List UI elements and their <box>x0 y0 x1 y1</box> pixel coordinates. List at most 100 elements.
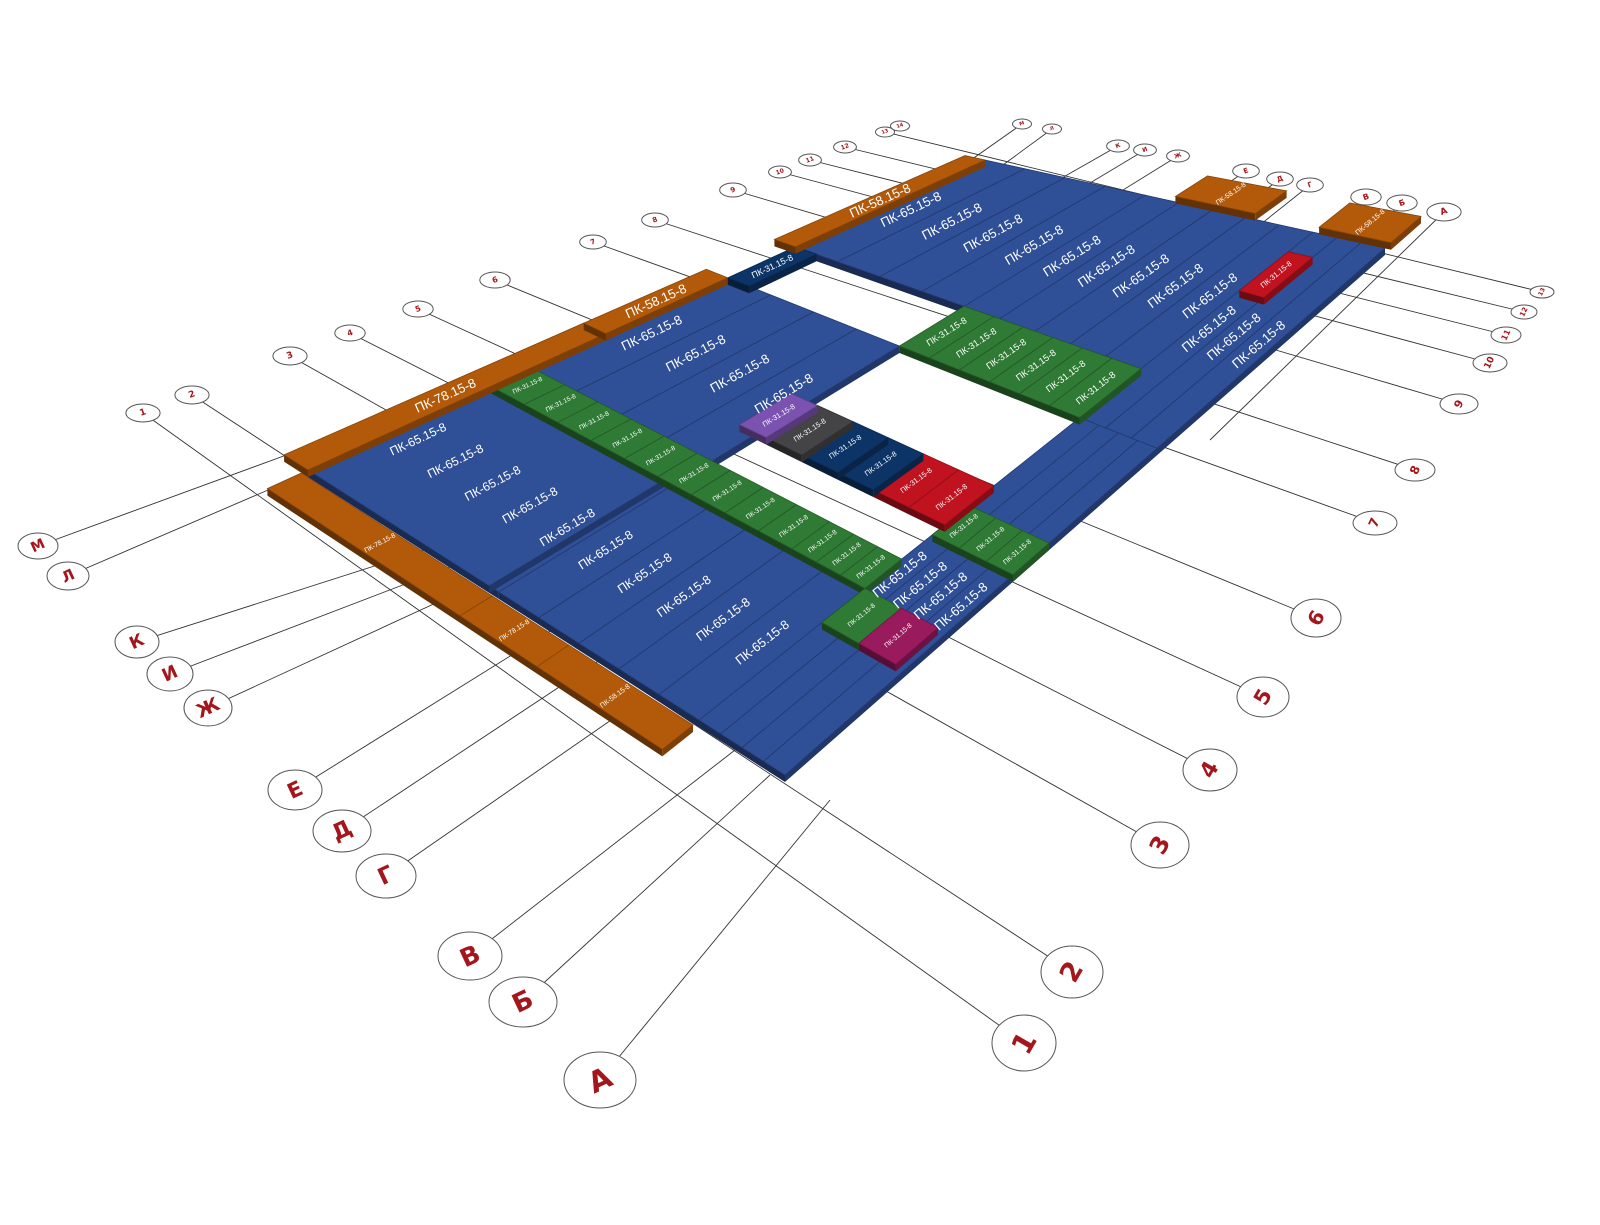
axis-bubble-back-11-label: 12 <box>840 142 850 151</box>
beam-front-3-side-front <box>537 666 663 757</box>
slab-navy-1 <box>836 437 925 497</box>
slab-field-d3-joint <box>763 440 1138 762</box>
axis-bubble-num-13-circle <box>1529 285 1555 299</box>
beam-back-mid-side-right <box>1255 190 1287 221</box>
axis-bubble-back-1-label: 2 <box>187 389 196 401</box>
axis-bubble-back-22-label: В <box>1362 192 1371 203</box>
axis-bubble-back-8-label: 9 <box>729 185 736 194</box>
beam-left-front-side-right <box>308 333 606 477</box>
axis-bubble-К: К <box>114 625 160 659</box>
axis-bubble-num-13: 13 <box>1529 285 1555 299</box>
slab-strip-green-1-joint <box>758 504 797 532</box>
axis-bubble-В-circle <box>437 931 503 981</box>
slab-red-2-top <box>908 469 995 526</box>
axis-line-Д <box>341 659 601 832</box>
axis-bubble-back-20-label: Д <box>1276 174 1285 184</box>
axis-bubble-Ж-circle <box>183 689 233 727</box>
beam-back-right <box>1318 202 1422 250</box>
axis-bubble-back-18: Ж <box>1166 149 1190 163</box>
axis-bubble-num-8-circle <box>1394 458 1436 482</box>
axis-bubble-back-2-circle <box>272 346 308 366</box>
slab-magenta-1-side-front <box>858 643 896 672</box>
axis-bubble-А: А <box>563 1051 637 1109</box>
slab-field-b1-joint <box>576 294 771 392</box>
axis-bubble-num-2-circle <box>1040 945 1104 999</box>
axis-bubble-back-18-label: Ж <box>1173 151 1183 160</box>
slab-field-c2-joint <box>1070 217 1247 345</box>
beam-front-3-top <box>536 644 694 750</box>
slab-field-c3-joint <box>1130 242 1362 439</box>
axis-line-Г <box>385 699 641 877</box>
axis-bubble-Г: Г <box>355 853 417 899</box>
slab-strip-green-1-joint <box>624 435 665 459</box>
slab-strip-green-1-joint <box>691 470 731 496</box>
axis-bubble-num-11: 11 <box>1490 326 1522 344</box>
slab-field-a0-side-front <box>308 470 490 593</box>
slab-field-c3-side-right <box>1157 248 1385 456</box>
axis-bubble-num-2: 2 <box>1040 945 1104 999</box>
axis-line-В <box>469 749 736 957</box>
axis-bubble-back-12-label: 13 <box>881 128 890 136</box>
slab-strip-green-3 <box>791 521 903 596</box>
slab-field-a2-joint <box>658 567 827 695</box>
beam-back-right-side-front <box>1319 227 1391 250</box>
slab-strip-green-1-joint <box>724 487 764 514</box>
slab-strip-green-1-joint <box>557 401 598 423</box>
beam-back-right-side-right <box>1391 216 1421 250</box>
axis-bubble-num-13-label: 13 <box>1537 287 1547 298</box>
slab-layout <box>266 155 1422 782</box>
axis-bubble-Д-circle <box>312 809 372 853</box>
slab-purple-1-side-front <box>739 424 767 445</box>
axis-bubble-back-9: 10 <box>768 165 792 179</box>
slab-field-c1-joint <box>879 177 1066 277</box>
axis-bubble-back-15: Л <box>1042 123 1062 135</box>
axis-bubble-back-10-circle <box>798 153 822 167</box>
beam-front-3-side-right <box>662 725 693 757</box>
slab-strip-green-4-side-right <box>1013 543 1049 582</box>
slab-gray-1-side-front <box>766 437 802 463</box>
slab-strip-green-4-side-front <box>932 534 1013 582</box>
axis-line-Б <box>522 774 771 1003</box>
slab-field-a2-joint <box>538 505 712 618</box>
axis-bubble-Б: Б <box>488 976 558 1028</box>
slab-strip-green-2-joint <box>959 326 1024 371</box>
axis-bubble-back-0-label: 1 <box>138 407 147 419</box>
beam-left-mid-side-front <box>583 323 606 341</box>
axis-bubble-back-19-label: Е <box>1242 166 1249 175</box>
beam-back-mid <box>1174 175 1288 221</box>
axis-bubbles: МЛКИЖЕДГВБА12345678910111213123456789101… <box>17 118 1555 1109</box>
slab-field-d3-side-front <box>699 720 785 782</box>
axis-bubble-num-6: 6 <box>1290 598 1342 638</box>
slab-field-d3-joint <box>741 432 1119 748</box>
axis-bubble-back-8: 9 <box>719 182 747 198</box>
axis-bubble-back-6: 7 <box>579 234 607 250</box>
axis-bubble-back-15-label: Л <box>1049 125 1055 132</box>
slab-strip-green-1-joint <box>524 384 565 405</box>
axis-bubble-back-22: В <box>1350 188 1382 206</box>
slab-red-3 <box>1238 251 1314 305</box>
slab-purple-1 <box>738 393 819 445</box>
axis-bubble-num-7: 7 <box>1352 510 1398 536</box>
slab-magenta-1-top <box>858 607 939 665</box>
slab-field-c1-joint <box>921 186 1106 292</box>
beam-front-1-side-front <box>267 488 460 623</box>
slab-strip-green-4-joint <box>985 530 1023 562</box>
axis-bubble-num-6-circle <box>1290 598 1342 638</box>
axis-bubble-back-16-circle <box>1106 139 1130 153</box>
slab-field-a2-side-front <box>498 592 700 728</box>
axis-bubble-В: В <box>437 931 503 981</box>
axis-bubble-num-12-label: 12 <box>1518 306 1529 318</box>
axis-bubble-back-7: 8 <box>641 212 669 228</box>
slab-strip-green-3-side-right <box>864 559 902 596</box>
slab-red-3-side-front <box>1239 290 1264 305</box>
axis-bubble-num-11-label: 11 <box>1500 328 1513 342</box>
slab-purple-1-top <box>738 393 819 439</box>
slab-strip-green-4-joint <box>959 517 997 549</box>
axis-bubble-back-14-label: М <box>1019 120 1026 127</box>
axis-bubble-back-17-label: И <box>1141 146 1148 154</box>
axis-bubble-back-20-circle <box>1266 171 1294 187</box>
axis-bubble-num-1: 1 <box>991 1014 1057 1072</box>
beam-front-2-side-front <box>460 615 538 674</box>
axis-bubble-num-10-label: 10 <box>1483 355 1497 371</box>
